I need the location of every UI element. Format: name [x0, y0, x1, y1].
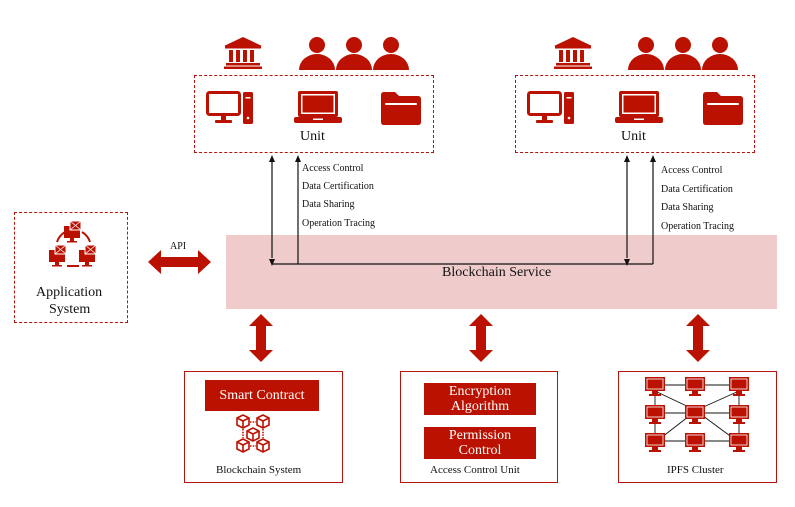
- unit-1-function-access-control: Access Control: [302, 163, 364, 174]
- blockchain-system-double-arrow: [249, 314, 273, 362]
- ipfs-cluster-box: [618, 371, 777, 483]
- api-double-arrow: [148, 250, 211, 274]
- unit-1-label: Unit: [300, 129, 325, 144]
- blockchain-system-label: Blockchain System: [216, 464, 302, 476]
- unit-1-function-data-certification: Data Certification: [302, 181, 374, 192]
- permission-control-line1: Permission: [448, 428, 512, 443]
- access-control-unit-double-arrow: [469, 314, 493, 362]
- encryption-algorithm-line2: Algorithm: [450, 399, 510, 415]
- laptop-icon: [294, 91, 342, 123]
- folder-icon: [381, 92, 421, 125]
- blockchain-service-label: Blockchain Service: [442, 265, 552, 280]
- access-control-unit-box: [400, 371, 558, 483]
- ipfs-cluster-double-arrow: [686, 314, 710, 362]
- folder-icon: [703, 92, 743, 125]
- people-group-icon: [299, 37, 409, 70]
- unit-1-bidirectional-arrow: [269, 155, 275, 266]
- application-system-label-line2: System: [49, 302, 91, 317]
- unit-1-uplink-arrow: [295, 155, 301, 264]
- unit-2-function-access-control: Access Control: [661, 165, 723, 176]
- unit-1-function-operation-tracing: Operation Tracing: [302, 218, 376, 229]
- unit-2-label: Unit: [621, 129, 646, 144]
- bank-icon: [554, 37, 592, 69]
- computer-node: [64, 220, 82, 243]
- application-system-label-line1: Application: [36, 285, 103, 300]
- unit-2-box: [515, 75, 755, 153]
- permission-control-button[interactable]: Permission Control: [424, 427, 536, 459]
- blockchain-cubes-icon: [236, 414, 270, 453]
- bank-icon: [224, 37, 262, 69]
- application-system-box[interactable]: [14, 212, 128, 323]
- network-computers-icon: [49, 220, 97, 267]
- ipfs-cluster-label: IPFS Cluster: [667, 464, 724, 476]
- permission-control-line2: Control: [458, 443, 502, 459]
- ipfs-network-icon: [645, 377, 749, 452]
- unit-2-bidirectional-arrow: [624, 155, 630, 266]
- unit-2-uplink-arrow: [650, 155, 656, 264]
- unit-2-function-operation-tracing: Operation Tracing: [661, 221, 735, 232]
- smart-contract-button[interactable]: Smart Contract: [205, 380, 319, 411]
- blockchain-service-band: [226, 235, 777, 309]
- access-control-unit-label: Access Control Unit: [430, 464, 520, 476]
- people-group-icon: [628, 37, 738, 70]
- api-label: API: [170, 241, 187, 252]
- unit-2-function-data-certification: Data Certification: [661, 184, 733, 195]
- desktop-icon: [527, 91, 574, 124]
- encryption-algorithm-button[interactable]: Encryption Algorithm: [424, 383, 536, 415]
- node-monitor: [645, 377, 665, 396]
- encryption-algorithm-line1: Encryption: [448, 384, 512, 399]
- desktop-icon: [206, 91, 253, 124]
- unit-1-function-data-sharing: Data Sharing: [302, 199, 355, 210]
- laptop-icon: [615, 91, 663, 123]
- blockchain-system-box: [184, 371, 343, 483]
- unit-2-function-data-sharing: Data Sharing: [661, 202, 714, 213]
- unit-1-box: [194, 75, 434, 153]
